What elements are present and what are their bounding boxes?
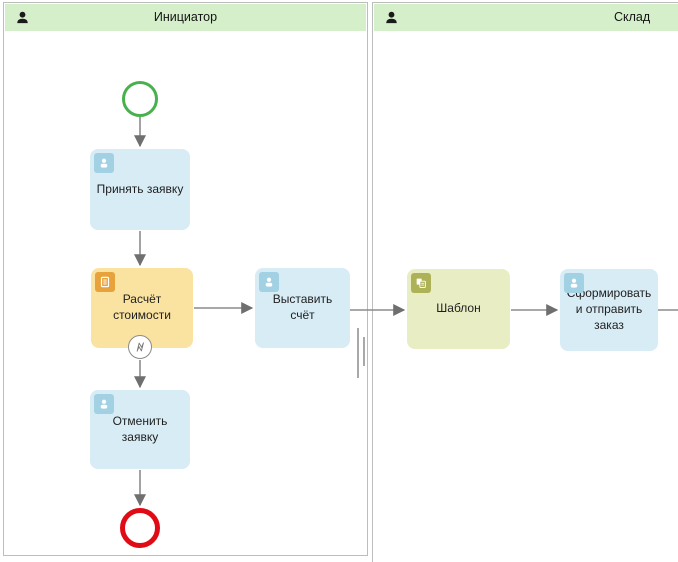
lane-title-initiator: Инициатор (153, 10, 218, 24)
lane-header-sklad[interactable]: Склад (374, 4, 678, 31)
boundary-event[interactable] (128, 335, 152, 359)
task-label: Принять заявку (96, 181, 184, 196)
person-icon (17, 11, 28, 24)
person-icon (564, 273, 584, 293)
task-label: Шаблон (436, 301, 481, 316)
task-label: Отменить заявку (112, 413, 168, 444)
task-shablon[interactable]: Шаблон (407, 269, 510, 349)
lane-title-sklad: Склад (614, 10, 651, 24)
script-icon (95, 272, 115, 292)
task-vystavit-schet[interactable]: Выставить счёт (255, 268, 350, 348)
task-label: Расчёт стоимости (113, 292, 171, 322)
task-label: Выставить счёт (272, 292, 333, 322)
lane-header-initiator[interactable]: Инициатор (5, 4, 366, 31)
task-raschet-stoimosti[interactable]: Расчёт стоимости (91, 268, 193, 348)
start-event[interactable] (122, 81, 158, 117)
end-event[interactable] (120, 508, 160, 548)
task-label: Сформировать и отправить заказ (566, 286, 652, 332)
person-icon (259, 272, 279, 292)
task-sformirovat-otpravit-zakaz[interactable]: Сформировать и отправить заказ (560, 269, 658, 351)
task-prinyat-zayavku[interactable]: Принять заявку (90, 149, 190, 230)
copy-icon (411, 273, 431, 293)
person-icon (386, 11, 397, 24)
lightning-icon (136, 342, 144, 352)
person-icon (94, 153, 114, 173)
lane-divider-mark (357, 328, 359, 378)
person-icon (94, 394, 114, 414)
task-otmenit-zayavku[interactable]: Отменить заявку (90, 390, 190, 469)
lane-divider-mark (363, 337, 365, 366)
